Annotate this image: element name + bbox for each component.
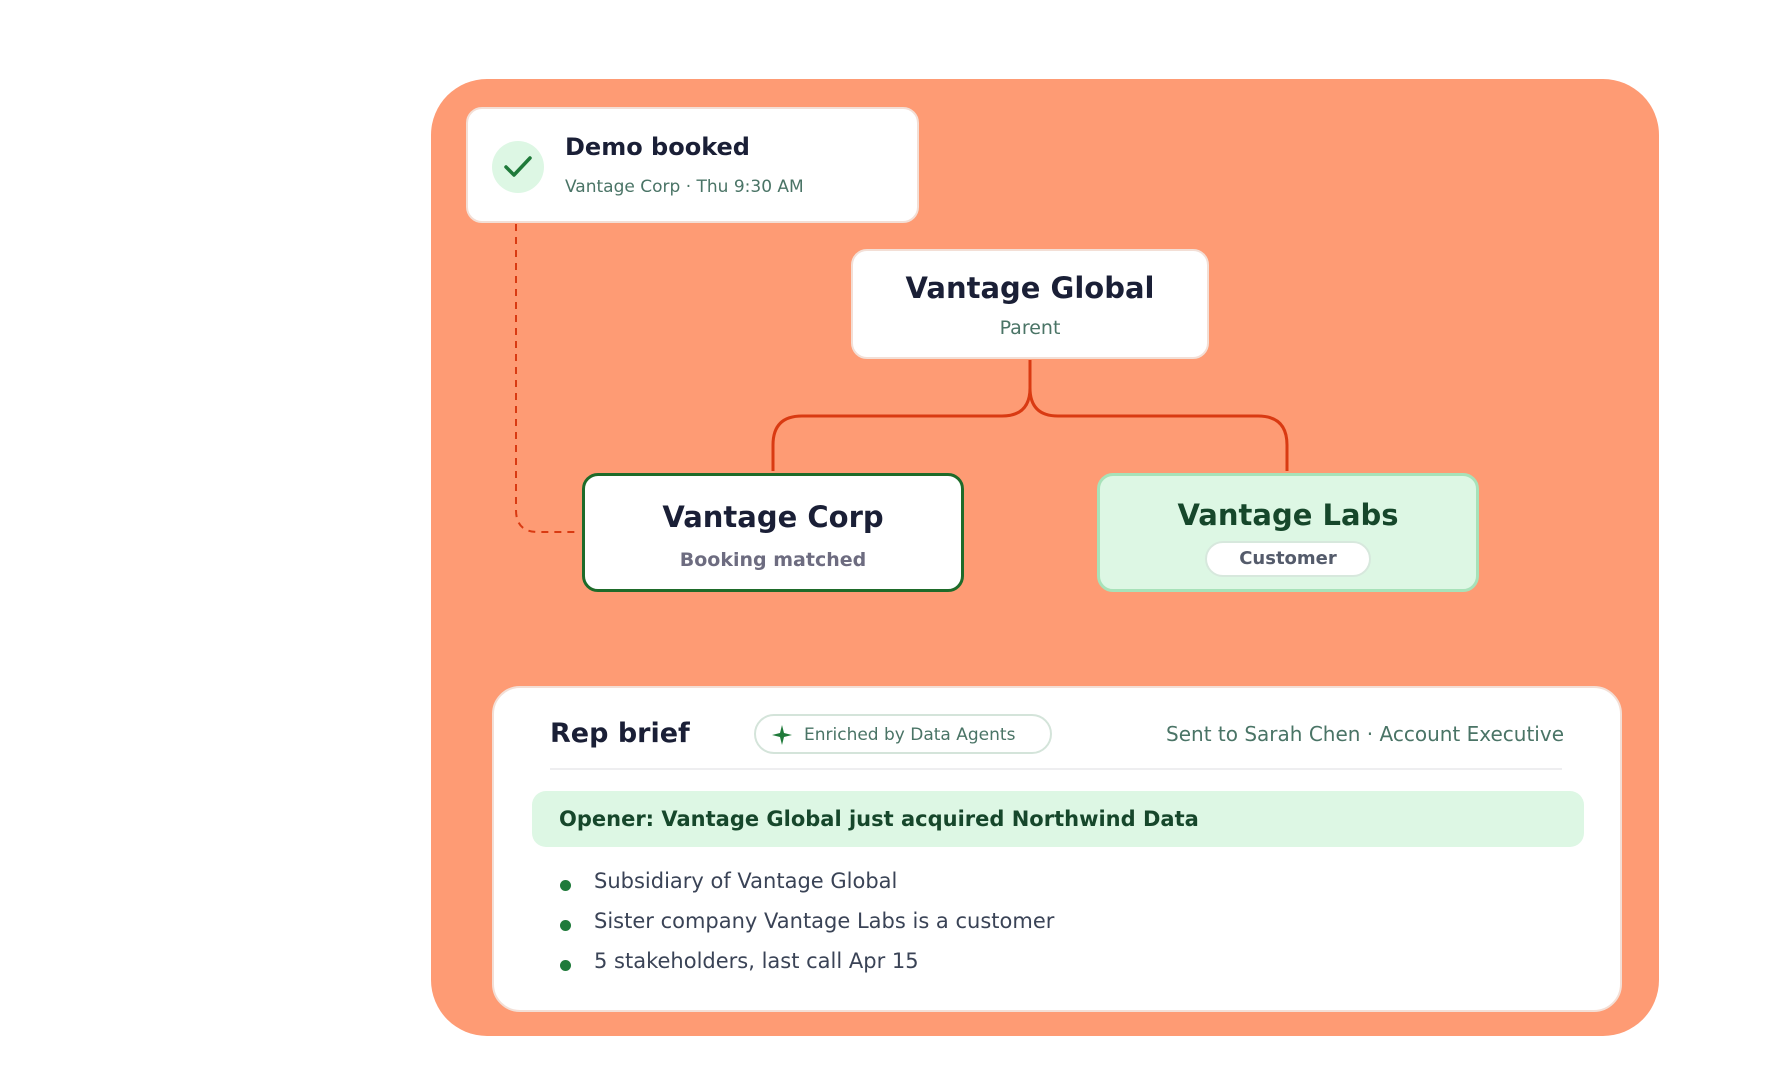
bullet-dot-icon <box>560 880 571 891</box>
bullet-dot-icon <box>560 920 571 931</box>
demo-booked-subtitle: Vantage Corp · Thu 9:30 AM <box>565 177 804 197</box>
demo-booked-card[interactable]: Demo booked Vantage Corp · Thu 9:30 AM <box>466 107 919 223</box>
opener-banner: Opener: Vantage Global just acquired Nor… <box>532 791 1584 847</box>
check-icon <box>492 141 544 193</box>
sparkle-icon <box>772 725 792 745</box>
divider <box>550 768 1562 770</box>
bullet-dot-icon <box>560 960 571 971</box>
sent-to-text: Sent to Sarah Chen · Account Executive <box>1166 722 1564 746</box>
customer-badge: Customer <box>1205 541 1371 577</box>
demo-booked-title: Demo booked <box>565 133 750 161</box>
opener-text: Opener: Vantage Global just acquired Nor… <box>559 807 1199 831</box>
bullet-text: 5 stakeholders, last call Apr 15 <box>594 949 919 973</box>
enriched-badge: Enriched by Data Agents <box>754 714 1052 754</box>
node-title: Vantage Labs <box>1177 498 1399 532</box>
enriched-label: Enriched by Data Agents <box>804 725 1016 745</box>
node-vantage-global[interactable]: Vantage Global Parent <box>851 249 1209 359</box>
node-title: Vantage Corp <box>662 500 884 534</box>
bullet-text: Sister company Vantage Labs is a custome… <box>594 909 1055 933</box>
node-title: Vantage Global <box>905 271 1155 305</box>
node-role: Parent <box>999 317 1061 339</box>
node-status: Booking matched <box>679 549 867 571</box>
rep-brief-title: Rep brief <box>550 718 690 749</box>
node-vantage-corp[interactable]: Vantage Corp Booking matched <box>582 473 964 592</box>
rep-brief-card: Rep brief Enriched by Data Agents Sent t… <box>492 686 1622 1012</box>
node-vantage-labs[interactable]: Vantage Labs Customer <box>1097 473 1479 592</box>
bullet-text: Subsidiary of Vantage Global <box>594 869 898 893</box>
